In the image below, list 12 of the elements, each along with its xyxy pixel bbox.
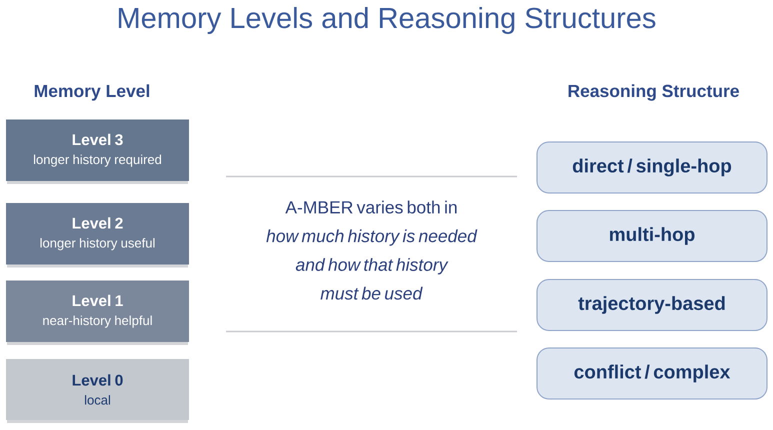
summary-text: A-MBER varies both in how much history is needed and how that history must be used bbox=[266, 200, 478, 300]
column-heading: Memory Level bbox=[34, 84, 150, 101]
rounded-box: multi-hop bbox=[536, 210, 768, 262]
rounded-box: direct / single-hop bbox=[536, 142, 768, 194]
level-box: Level 2 longer history useful bbox=[6, 203, 189, 268]
level-box: Level 3 longer history required bbox=[6, 120, 189, 184]
level-box: Level 0 local bbox=[6, 359, 189, 423]
rounded-box: conflict / complex bbox=[536, 348, 768, 400]
rounded-box: trajectory-based bbox=[536, 279, 768, 331]
title: Memory Levels and Reasoning Structures bbox=[118, 6, 656, 34]
level-box: Level 1 near-history helpful bbox=[6, 280, 189, 345]
column-heading: Reasoning Structure bbox=[568, 84, 739, 101]
